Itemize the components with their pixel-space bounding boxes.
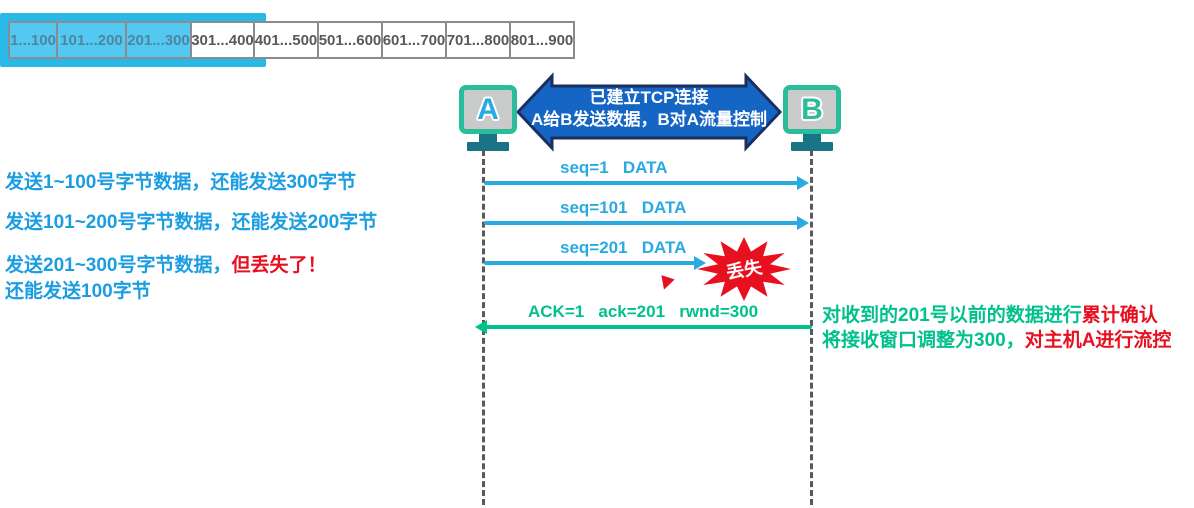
host-b-label: B: [801, 92, 823, 126]
byte-range-cell: 301...400: [190, 21, 255, 59]
note-text-segment: 发送1~100号字节数据，还能发送300字节: [5, 172, 357, 193]
left-note-2: 发送101~200号字节数据，还能发送200字节: [5, 207, 377, 234]
message-seq201-arrow: [484, 256, 706, 270]
byte-range-cell: 801...900: [509, 21, 575, 59]
arrowhead-right-icon: [694, 256, 706, 270]
arrowhead-right-icon: [797, 216, 809, 230]
note-text-segment: 发送101~200号字节数据，还能发送200字节: [5, 212, 378, 233]
message-seq101-label: seq=101 DATA: [560, 198, 687, 217]
note-text-segment: 累计确认: [1081, 305, 1158, 326]
arrowhead-right-icon: [797, 176, 809, 190]
byte-range-cell: 601...700: [381, 21, 447, 59]
note-text-segment: 对主机A进行流控: [1024, 330, 1172, 351]
host-a-stand-base: [467, 142, 509, 151]
message-seq201-label: seq=201 DATA: [560, 238, 687, 257]
banner-line2: A给B发送数据，B对A流量控制: [530, 110, 768, 129]
tcp-connection-arrow: [515, 72, 783, 152]
host-b-stand-base: [791, 142, 833, 151]
message-ack-label: ACK=1 ack=201 rwnd=300: [528, 302, 759, 321]
burst-star-icon: [697, 237, 791, 301]
tcp-connection-banner: 已建立TCP连接 A给B发送数据，B对A流量控制: [500, 87, 798, 131]
byte-range-cell: 201...300: [125, 21, 192, 59]
lost-burst: 丢失: [697, 237, 791, 301]
note-text-segment: 对收到的201号以前的数据进行: [822, 305, 1082, 326]
message-ack-arrow: [475, 320, 812, 334]
message-seq1-arrow: [484, 176, 809, 190]
byte-range-cell: 501...600: [317, 21, 383, 59]
host-a-monitor-icon: A: [459, 85, 517, 134]
packet-drop-indicator: [657, 275, 675, 292]
host-b: B: [783, 85, 841, 151]
left-note-4: 还能发送100字节: [5, 276, 151, 303]
host-a-label: A: [477, 92, 499, 126]
right-note-1: 对收到的201号以前的数据进行累计确认: [822, 300, 1158, 327]
host-b-monitor-icon: B: [783, 85, 841, 134]
host-a-stand: [479, 134, 497, 142]
left-note-3: 发送201~300号字节数据，但丢失了！: [5, 250, 327, 277]
message-seq1-label: seq=1 DATA: [560, 158, 668, 177]
byte-range-cell: 401...500: [253, 21, 319, 59]
note-text-segment: 发送201~300号字节数据，: [5, 255, 232, 276]
left-note-1: 发送1~100号字节数据，还能发送300字节: [5, 167, 356, 194]
banner-line1: 已建立TCP连接: [589, 88, 709, 107]
right-note-2: 将接收窗口调整为300，对主机A进行流控: [822, 325, 1171, 352]
note-text-segment: 但丢失了！: [231, 255, 327, 276]
message-seq101-arrow: [484, 216, 809, 230]
byte-range-cell: 701...800: [445, 21, 511, 59]
byte-range-cell: 101...200: [56, 21, 127, 59]
byte-range-cell: 1...100: [8, 21, 58, 59]
host-a: A: [459, 85, 517, 151]
host-b-stand: [803, 134, 821, 142]
arrowhead-left-icon: [475, 320, 487, 334]
note-text-segment: 还能发送100字节: [5, 281, 151, 302]
note-text-segment: 将接收窗口调整为300，: [822, 330, 1025, 351]
